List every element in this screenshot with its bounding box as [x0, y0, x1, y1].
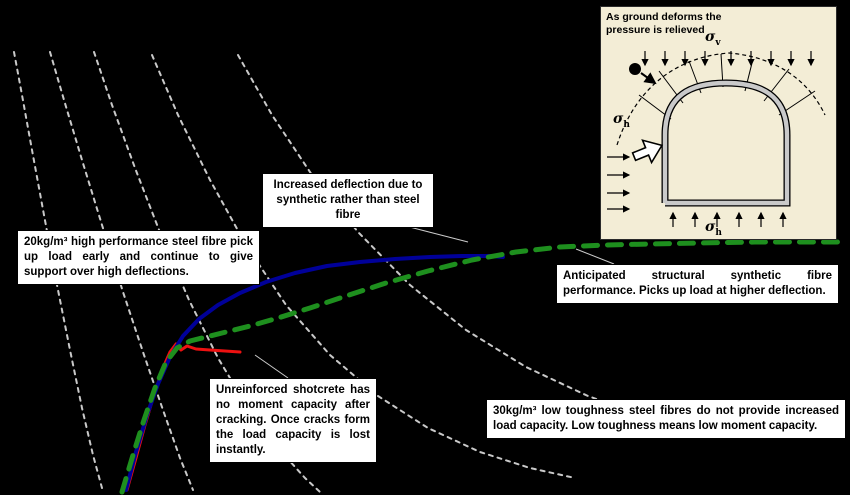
ground-reaction-curve-1 — [13, 51, 103, 489]
sigma-v-label: σv — [705, 29, 721, 48]
horizontal-stress-arrows — [607, 153, 631, 213]
sigma-h-bottom-label: σh — [705, 219, 722, 238]
annotation-unreinforced: Unreinforced shotcrete has no moment cap… — [209, 378, 377, 463]
sigma-h-left-label: σh — [613, 111, 630, 130]
annotation-synthetic-fibre: Anticipated structural synthetic fibre p… — [556, 264, 839, 304]
tunnel-outline — [661, 79, 791, 207]
leader-unreinforced — [254, 354, 289, 379]
ground-reaction-curve-3 — [93, 51, 321, 493]
annotation-increased-deflection: Increased deflection due to synthetic ra… — [262, 173, 434, 228]
leader-synthetic — [575, 248, 615, 265]
ground-reaction-curve-2 — [49, 51, 194, 491]
callout-dot-icon — [629, 63, 657, 85]
tunnel-diagram — [607, 51, 826, 227]
floor-pressure-arrows — [669, 211, 787, 227]
sigma-h-block-arrow-icon — [631, 139, 664, 165]
deformation-arc-icon — [616, 52, 826, 146]
vertical-stress-arrows — [641, 51, 815, 67]
annotation-steel-20kg: 20kg/m³ high performance steel fibre pic… — [17, 230, 260, 285]
ground-reaction-curve-4 — [151, 54, 576, 479]
support-green-synthetic-dashed — [119, 239, 846, 495]
inset-panel: As ground deforms the pressure is reliev… — [600, 6, 837, 240]
annotation-steel-30kg: 30kg/m³ low toughness steel fibres do no… — [486, 399, 846, 439]
inset-caption: As ground deforms the pressure is reliev… — [606, 11, 722, 36]
